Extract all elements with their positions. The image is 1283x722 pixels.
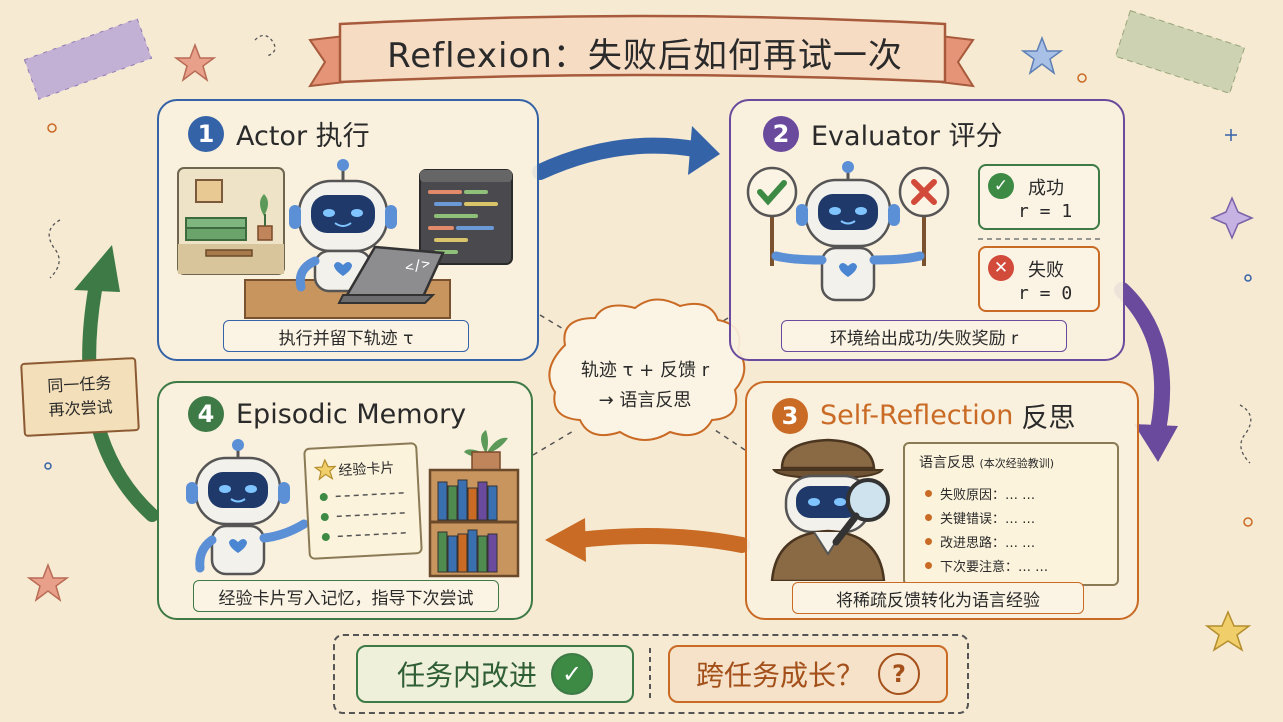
retry-note-line-1: 同一任务 <box>46 373 112 396</box>
cloud-line-1: 轨迹 τ + 反馈 r <box>580 360 710 381</box>
actor-caption: 执行并留下轨迹 τ <box>223 320 469 352</box>
cross-icon: ✕ <box>988 255 1014 281</box>
note-item: 下次要注意：… … <box>925 556 1048 575</box>
bottom-summary <box>333 634 969 714</box>
notes-title-text: 语言反思 <box>919 455 975 471</box>
fail-reward: r = 0 <box>1018 283 1073 304</box>
star-icon <box>313 458 337 481</box>
card-lines <box>319 492 406 541</box>
step-number-badge: 3 <box>772 397 808 434</box>
success-reward: r = 1 <box>1018 201 1073 222</box>
detective-robot-icon <box>770 438 890 581</box>
arrow-reflection-to-memory <box>570 528 750 553</box>
memory-title-text: Episodic Memory <box>236 398 467 430</box>
cloud-text: 轨迹 τ + 反馈 r → 语言反思 <box>555 356 735 416</box>
code-screen-icon <box>419 169 513 265</box>
check-icon: ✓ <box>988 173 1014 199</box>
thought-cloud <box>548 298 746 441</box>
washi-tape-left <box>23 18 153 100</box>
retry-note: 同一任务 再次尝试 <box>20 357 140 437</box>
fail-result-box: ✕ 失败 r = 0 <box>978 246 1100 312</box>
retry-note-line-2: 再次尝试 <box>48 397 114 420</box>
room-scene-icon <box>177 167 285 275</box>
arrow-evaluator-to-reflection <box>1114 282 1171 438</box>
robot-pointing-icon <box>186 439 309 576</box>
reflection-notes: 语言反思 (本次经验教训) 失败原因：… … 关键错误：… … 改进思路：… …… <box>903 442 1119 586</box>
within-task-pill: 任务内改进 ✓ <box>356 645 634 703</box>
note-item: 改进思路：… … <box>925 532 1035 551</box>
star-icon <box>1020 35 1064 75</box>
star-icon <box>1210 196 1254 240</box>
actor-title-text: Actor 执行 <box>236 121 370 152</box>
bookshelf-icon <box>428 430 520 578</box>
check-icon: ✓ <box>551 653 593 695</box>
success-label: 成功 <box>1028 178 1064 199</box>
memory-caption: 经验卡片写入记忆，指导下次尝试 <box>193 580 499 612</box>
actor-title: 1 Actor 执行 <box>188 114 370 153</box>
step-number-badge: 2 <box>763 115 799 152</box>
memory-title: 4 Episodic Memory <box>188 396 466 432</box>
cross-task-pill: 跨任务成长？ ? <box>668 645 948 703</box>
evaluator-title: 2 Evaluator 评分 <box>763 114 1003 153</box>
experience-card-title: 经验卡片 <box>337 460 395 480</box>
step-number-badge: 4 <box>188 396 224 432</box>
fail-label: 失败 <box>1028 260 1064 281</box>
success-result-box: ✓ 成功 r = 1 <box>978 164 1100 230</box>
cloud-line-2: → 语言反思 <box>598 390 692 411</box>
note-item: 关键错误：… … <box>925 508 1035 527</box>
notes-title: 语言反思 (本次经验教训) <box>919 452 1054 472</box>
notes-subtitle: (本次经验教训) <box>979 457 1055 470</box>
evaluator-title-text: Evaluator 评分 <box>811 121 1003 152</box>
note-item: 失败原因：… … <box>925 484 1035 503</box>
robot-holding-signs-icon <box>746 161 950 302</box>
cross-task-label: 跨任务成长？ <box>695 659 864 692</box>
arrow-actor-to-evaluator <box>532 137 708 180</box>
page-title: Reflexion：失败后如何再试一次 <box>387 35 903 76</box>
washi-tape-right <box>1114 10 1246 94</box>
star-icon <box>173 42 217 82</box>
evaluator-caption: 环境给出成功/失败奖励 r <box>781 320 1067 352</box>
reflection-title-text: Self-Reflection <box>820 400 1014 431</box>
reflection-title: 3 Self-Reflection 反思 <box>772 396 1075 435</box>
divider <box>978 238 1100 240</box>
reflection-caption: 将稀疏反馈转化为语言经验 <box>792 582 1084 614</box>
experience-card: 经验卡片 <box>303 442 423 560</box>
reflection-title-suffix: 反思 <box>1021 403 1076 434</box>
divider <box>649 648 651 698</box>
within-task-label: 任务内改进 <box>396 659 537 692</box>
robot-with-laptop-icon <box>244 159 451 319</box>
star-icon <box>26 562 70 602</box>
star-icon <box>1204 610 1252 652</box>
question-icon: ? <box>878 653 920 695</box>
step-number-badge: 1 <box>188 115 224 152</box>
title-ribbon <box>308 14 975 88</box>
